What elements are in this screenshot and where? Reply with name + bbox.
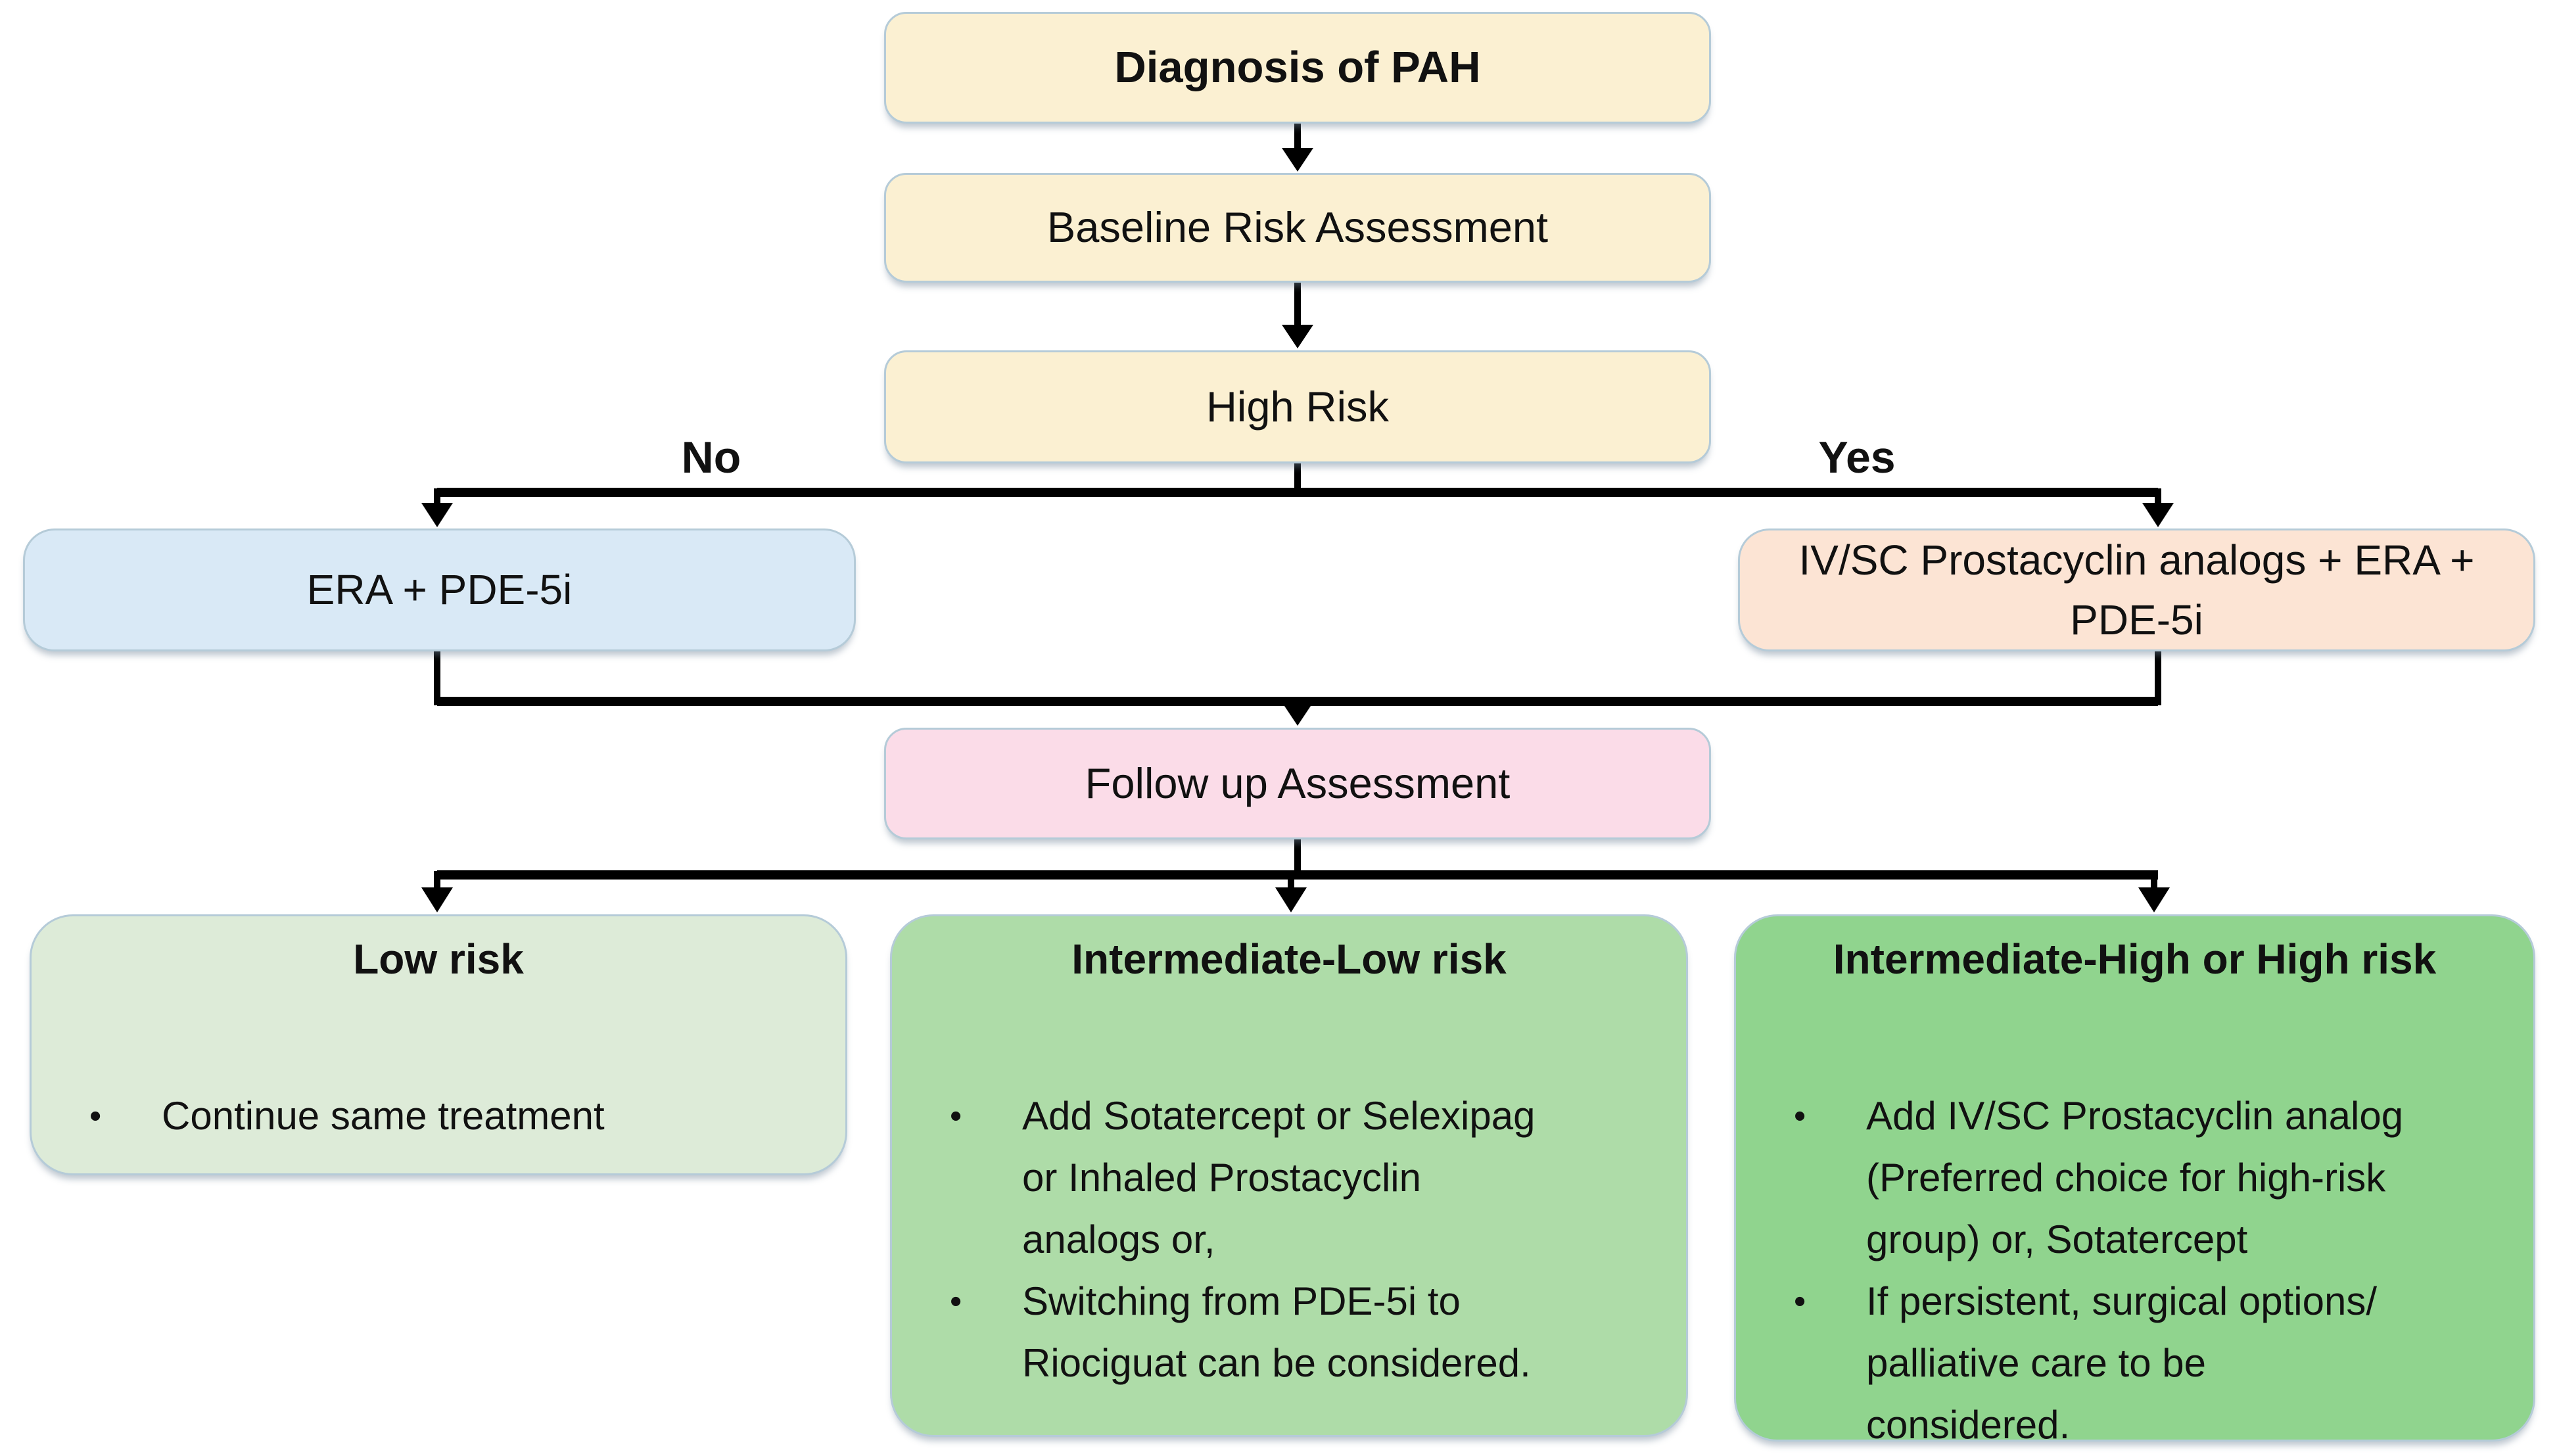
node-followup-assessment: Follow up Assessment	[884, 728, 1711, 839]
list-item: • Continue same treatment	[71, 1085, 802, 1147]
box-title: Low risk	[353, 935, 524, 983]
arrowhead	[421, 503, 453, 527]
bullet-icon: •	[950, 1097, 962, 1136]
bullet-list: • Add IV/SC Prostacyclin analog (Preferr…	[1773, 1085, 2497, 1456]
bullet-icon: •	[89, 1097, 102, 1136]
bullet-icon: •	[950, 1282, 962, 1321]
node-diagnosis-of-pah: Diagnosis of PAH	[884, 12, 1711, 124]
node-label: Follow up Assessment	[1085, 759, 1511, 807]
box-low-risk: Low risk • Continue same treatment	[30, 914, 847, 1175]
node-era-pde5i: ERA + PDE-5i	[23, 528, 856, 651]
node-label: Diagnosis of PAH	[1114, 43, 1481, 93]
arrowhead	[1282, 148, 1313, 172]
bullet-text: If persistent, surgical options/ palliat…	[1866, 1279, 2378, 1447]
node-ivsc-prostacyclin: IV/SC Prostacyclin analogs + ERA + PDE-5…	[1738, 528, 2535, 651]
node-label: High Risk	[1206, 382, 1390, 431]
box-title: Intermediate-Low risk	[1071, 935, 1507, 983]
node-baseline-risk-assessment: Baseline Risk Assessment	[884, 173, 1711, 283]
arrowhead	[421, 887, 453, 912]
node-label: Baseline Risk Assessment	[1046, 203, 1549, 252]
bullet-text: Switching from PDE-5i to Riociguat can b…	[1022, 1279, 1531, 1386]
list-item: • If persistent, surgical options/ palli…	[1775, 1271, 2490, 1456]
bullet-text: Add IV/SC Prostacyclin analog (Preferred…	[1866, 1094, 2404, 1262]
arrowhead	[2142, 503, 2174, 527]
list-item: • Switching from PDE-5i to Riociguat can…	[931, 1271, 1643, 1394]
bullet-text: Add Sotatercept or Selexipag or Inhaled …	[1022, 1094, 1536, 1262]
arrowhead	[1282, 325, 1313, 348]
bullet-list: • Continue same treatment	[68, 1085, 809, 1147]
arrowhead	[1282, 702, 1313, 726]
branch-label-no: No	[681, 433, 741, 482]
bullet-icon: •	[1794, 1282, 1806, 1321]
branch-label-yes: Yes	[1818, 433, 1896, 482]
bullet-text: Continue same treatment	[162, 1094, 605, 1139]
box-intermediate-high-risk: Intermediate-High or High risk • Add IV/…	[1734, 914, 2535, 1447]
node-label: ERA + PDE-5i	[306, 566, 573, 614]
list-item: • Add Sotatercept or Selexipag or Inhale…	[931, 1085, 1643, 1271]
bullet-list: • Add Sotatercept or Selexipag or Inhale…	[929, 1085, 1649, 1394]
arrowhead	[2138, 887, 2170, 912]
node-high-risk: High Risk	[884, 350, 1711, 463]
box-intermediate-low-risk: Intermediate-Low risk • Add Sotatercept …	[890, 914, 1688, 1437]
list-item: • Add IV/SC Prostacyclin analog (Preferr…	[1775, 1085, 2490, 1271]
bullet-icon: •	[1794, 1097, 1806, 1136]
arrowhead	[1275, 887, 1307, 912]
node-label: IV/SC Prostacyclin analogs + ERA + PDE-5…	[1798, 536, 2475, 644]
box-title: Intermediate-High or High risk	[1833, 935, 2437, 983]
